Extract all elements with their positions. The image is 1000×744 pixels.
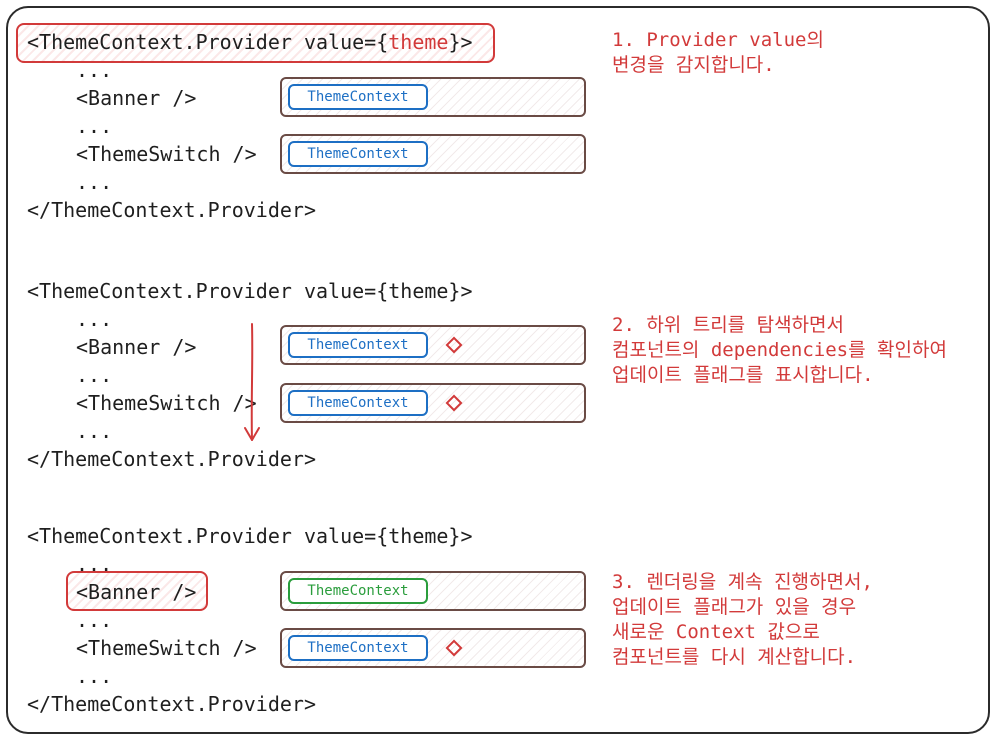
banner-context-tag: ThemeContext <box>288 332 428 358</box>
banner-context-tag-updated: ThemeContext <box>288 578 428 604</box>
ellipsis: ... <box>76 419 113 443</box>
provider-close-2: </ThemeContext.Provider> <box>27 447 316 471</box>
switch-fiber-box: ThemeContext <box>280 134 586 174</box>
provider-value-highlight <box>16 23 495 63</box>
theme-switch-element: <ThemeSwitch /> <box>76 142 257 166</box>
banner-element: <Banner /> <box>76 580 197 604</box>
provider-close-1: </ThemeContext.Provider> <box>27 198 316 222</box>
diagram-frame <box>6 6 990 734</box>
ellipsis: ... <box>76 58 113 82</box>
provider-open-1: <ThemeContext.Provider value={theme}> <box>27 30 473 54</box>
banner-element: <Banner /> <box>76 86 197 110</box>
theme-switch-element: <ThemeSwitch /> <box>76 391 257 415</box>
provider-close-3: </ThemeContext.Provider> <box>27 692 316 716</box>
update-flag-icon <box>445 394 463 412</box>
provider-value: theme <box>388 30 449 54</box>
banner-context-tag: ThemeContext <box>288 84 428 110</box>
switch-fiber-box: ThemeContext <box>280 628 586 668</box>
banner-fiber-box: ThemeContext <box>280 325 586 365</box>
ellipsis: ... <box>76 114 113 138</box>
ellipsis: ... <box>76 170 113 194</box>
banner-fiber-box: ThemeContext <box>280 571 586 611</box>
theme-switch-element: <ThemeSwitch /> <box>76 636 257 660</box>
provider-open-3: <ThemeContext.Provider value={theme}> <box>27 524 473 548</box>
provider-open-2: <ThemeContext.Provider value={theme}> <box>27 279 473 303</box>
ellipsis: ... <box>76 608 113 632</box>
banner-rerender-highlight <box>66 571 208 611</box>
update-flag-icon <box>445 336 463 354</box>
switch-fiber-box: ThemeContext <box>280 383 586 423</box>
update-flag-icon <box>445 639 463 657</box>
ellipsis: ... <box>76 664 113 688</box>
switch-context-tag: ThemeContext <box>288 390 428 416</box>
ellipsis: ... <box>76 363 113 387</box>
banner-fiber-box: ThemeContext <box>280 77 586 117</box>
switch-context-tag: ThemeContext <box>288 635 428 661</box>
traverse-arrow-icon <box>244 323 260 441</box>
ellipsis: ... <box>76 307 113 331</box>
switch-context-tag: ThemeContext <box>288 141 428 167</box>
banner-element: <Banner /> <box>76 335 197 359</box>
